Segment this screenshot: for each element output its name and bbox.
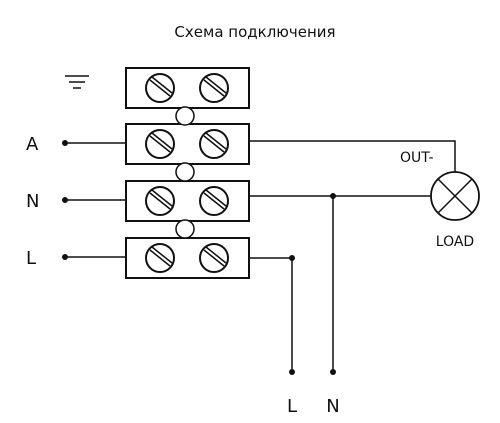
wire-l-out <box>249 257 293 372</box>
screw-icon <box>199 243 229 273</box>
terminal-row-a <box>125 123 250 165</box>
lamp-icon <box>430 171 480 221</box>
screw-icon <box>145 243 175 273</box>
bottom-label-l: L <box>287 396 297 417</box>
diagram-title: Схема подключения <box>174 23 335 41</box>
input-label-a: A <box>26 134 39 155</box>
terminal-row-l <box>125 237 250 279</box>
junction-dot <box>330 369 336 375</box>
terminal-hole <box>175 106 195 126</box>
terminal-hole <box>175 219 195 239</box>
terminal-block <box>125 67 250 279</box>
screw-icon <box>145 129 175 159</box>
screw-icon <box>199 73 229 103</box>
screw-icon <box>145 73 175 103</box>
junction-dot <box>289 369 295 375</box>
out-label: OUT- <box>400 150 434 166</box>
input-label-n: N <box>26 191 39 212</box>
bottom-label-n: N <box>326 396 339 417</box>
wire-out <box>249 140 456 172</box>
ground-icon <box>65 75 89 89</box>
terminal-hole <box>175 162 195 182</box>
junction-dot <box>289 255 295 261</box>
screw-icon <box>199 129 229 159</box>
input-label-l: L <box>26 248 36 269</box>
terminal-row-n <box>125 180 250 222</box>
terminal-row-ground <box>125 67 250 109</box>
load-label: LOAD <box>436 234 474 250</box>
screw-icon <box>199 186 229 216</box>
screw-icon <box>145 186 175 216</box>
